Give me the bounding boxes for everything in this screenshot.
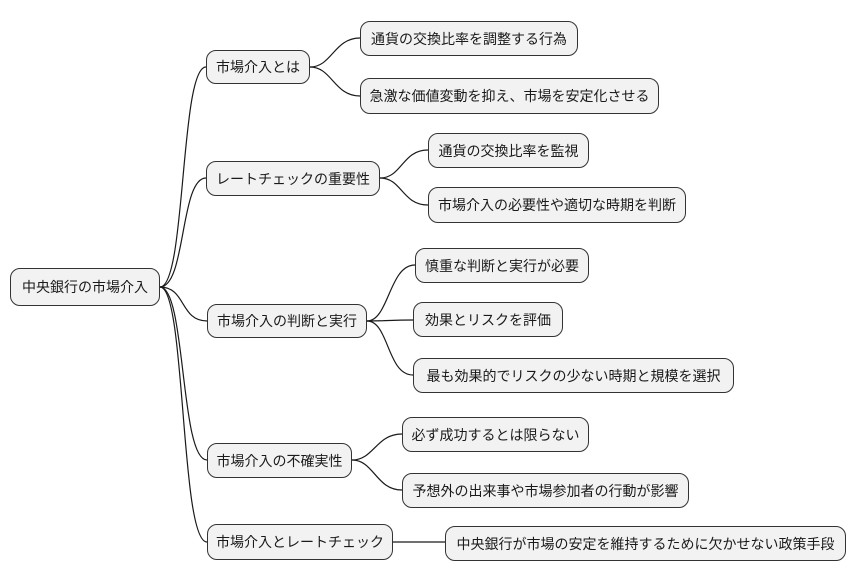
leaf-node-3-3: 最も効果的でリスクの少ない時期と規模を選択	[413, 358, 734, 393]
branch-node-5: 市場介入とレートチェック	[207, 524, 393, 560]
edge-branch1-leaf2	[309, 66, 361, 97]
leaf-node-2-1: 通貨の交換比率を監視	[428, 133, 589, 168]
edge-branch4-leaf1	[351, 433, 403, 461]
leaf-node-5-1: 中央銀行が市場の安定を維持するために欠かせない政策手段	[445, 526, 846, 561]
edge-root-branch5	[159, 286, 208, 543]
leaf-node-4-2: 予想外の出来事や市場参加者の行動が影響	[402, 473, 689, 508]
leaf-node-1-2: 急激な価値変動を抑え、市場を安定化させる	[360, 78, 659, 114]
leaf-node-3-1: 慎重な判断と実行が必要	[415, 248, 589, 283]
edge-root-branch2	[159, 177, 207, 288]
leaf-node-3-2: 効果とリスクを評価	[413, 302, 563, 337]
edge-branch3-leaf2	[366, 319, 414, 322]
branch-node-4: 市場介入の不確実性	[207, 443, 352, 478]
branch-node-3: 市場介入の判断と実行	[207, 304, 367, 338]
edge-branch1-leaf1	[309, 37, 361, 68]
edge-branch3-leaf3	[366, 320, 414, 376]
branch-node-1: 市場介入とは	[206, 50, 310, 84]
leaf-node-2-2: 市場介入の必要性や適切な時期を判断	[428, 187, 686, 223]
root-node: 中央銀行の市場介入	[10, 268, 160, 306]
leaf-node-4-1: 必ず成功するとは限らない	[402, 417, 589, 452]
edge-root-branch1	[159, 66, 207, 288]
edge-branch3-leaf1	[366, 264, 416, 322]
edge-branch4-leaf2	[351, 459, 403, 491]
edge-branch2-leaf1	[379, 149, 429, 179]
edge-branch2-leaf2	[379, 177, 429, 206]
branch-node-2: レートチェックの重要性	[206, 161, 380, 196]
leaf-node-1-1: 通貨の交換比率を調整する行為	[360, 21, 578, 56]
edge-root-branch4	[159, 286, 208, 461]
edge-root-branch3	[159, 286, 208, 322]
